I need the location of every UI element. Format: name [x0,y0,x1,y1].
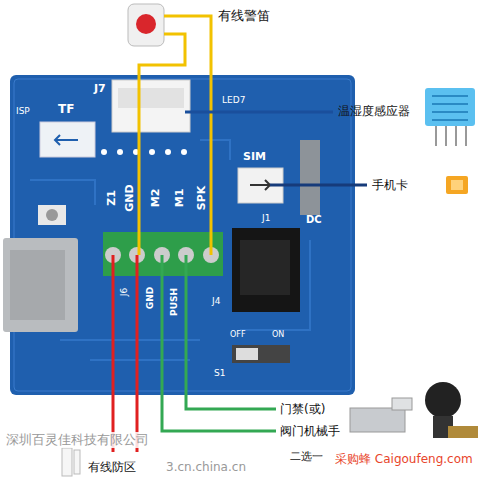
silk-label: J4 [212,296,220,307]
wires-part [162,255,276,431]
rj-connector-part [10,250,65,320]
silk-label: J7 [94,82,106,95]
pin-header-part [149,149,155,155]
pin-name: M2 [149,189,162,208]
callout-label: 手机卡 [372,178,408,192]
j7-connector-part [112,80,190,132]
callout-label: 门禁(或) [280,402,325,416]
dc-jack-part [232,228,300,312]
power-switch-part [236,348,258,360]
silk-label: LED7 [222,95,245,106]
pin-name: Z1 [105,190,118,206]
valve-manipulator-icon-part [425,382,461,418]
power-switch [232,345,290,363]
tf-slot-part [55,135,78,145]
silk-label: S1 [214,368,225,379]
rj-connector-part [3,238,78,332]
wires-part [270,184,367,187]
silk-label: SIM [243,150,266,163]
pin-header-part [117,149,123,155]
silk-label: ISP [16,106,30,117]
pin-name: SPK [195,186,208,211]
wires [113,16,367,452]
door-sensor-icon [62,448,80,476]
magnetic-lock-icon-part [392,398,412,410]
wires-part [186,255,276,409]
pcb-board-part [14,79,351,391]
dc-jack-part [240,240,290,295]
pin-header-part [181,149,187,155]
pin-name: M1 [173,189,186,208]
pin-header-part [165,149,171,155]
power-switch-part [232,345,290,363]
door-sensor-icon-part [62,448,72,476]
silk-label: ON [272,330,284,340]
siren-icon [128,4,164,46]
wires-part [139,34,185,255]
magnetic-lock-icon [350,398,412,432]
sim-card-icon-part [451,180,463,190]
pin-header-part [101,149,107,155]
pin-name: GND [123,184,136,211]
pin-name: PUSH [169,288,180,316]
callout-label: 有线警笛 [218,8,270,24]
silk-label: J6 [119,288,130,296]
silk-label: TF [58,102,74,116]
j7-connector-part [118,88,184,108]
wires-part [112,255,115,452]
siren-icon-part [128,4,164,46]
sensor-icon-part [432,96,468,120]
callout-label: 二选一 [290,450,323,463]
callout-label: 温湿度感应器 [338,104,410,118]
valve-manipulator-icon-part [448,426,478,438]
watermark: 采购蜂 Caigoufeng.com [335,452,473,466]
j7-connector [112,80,190,132]
valve-manipulator-icon [425,382,478,438]
silk-label: OFF [230,330,246,340]
push-button-part [46,209,58,221]
callout-label: 阀门机械手 [280,424,340,438]
wires-part [185,111,333,114]
pin-name: GND [145,287,156,309]
wires-part [164,16,211,255]
pcb-board-part [10,75,355,395]
sensor-icon-part [436,126,466,146]
pin-header [101,149,187,155]
magnetic-lock-icon-part [350,408,405,432]
sim-slot-part [250,180,270,190]
push-button [38,205,66,225]
tf-slot [40,122,95,157]
silk-label: J1 [262,213,270,224]
watermark: 深圳百灵佳科技有限公司 [4,432,151,448]
sensor-icon [425,88,475,146]
dc-jack [232,228,300,312]
wires-part [136,255,139,452]
sensor-icon-part [425,88,475,126]
rj-connector [3,238,78,332]
tf-slot-part [40,122,95,157]
sd-edge-part [300,140,320,215]
sim-card-icon [446,176,468,194]
pcb-board [10,75,355,395]
watermark: 3.cn.china.cn [166,460,246,474]
sd-edge [300,140,320,215]
callout-label: 有线防区 [88,460,136,474]
siren-icon-part [136,14,156,34]
door-sensor-icon-part [74,450,80,474]
push-button-part [38,205,66,225]
silk-label: DC [306,214,322,226]
sim-card-icon-part [446,176,468,194]
